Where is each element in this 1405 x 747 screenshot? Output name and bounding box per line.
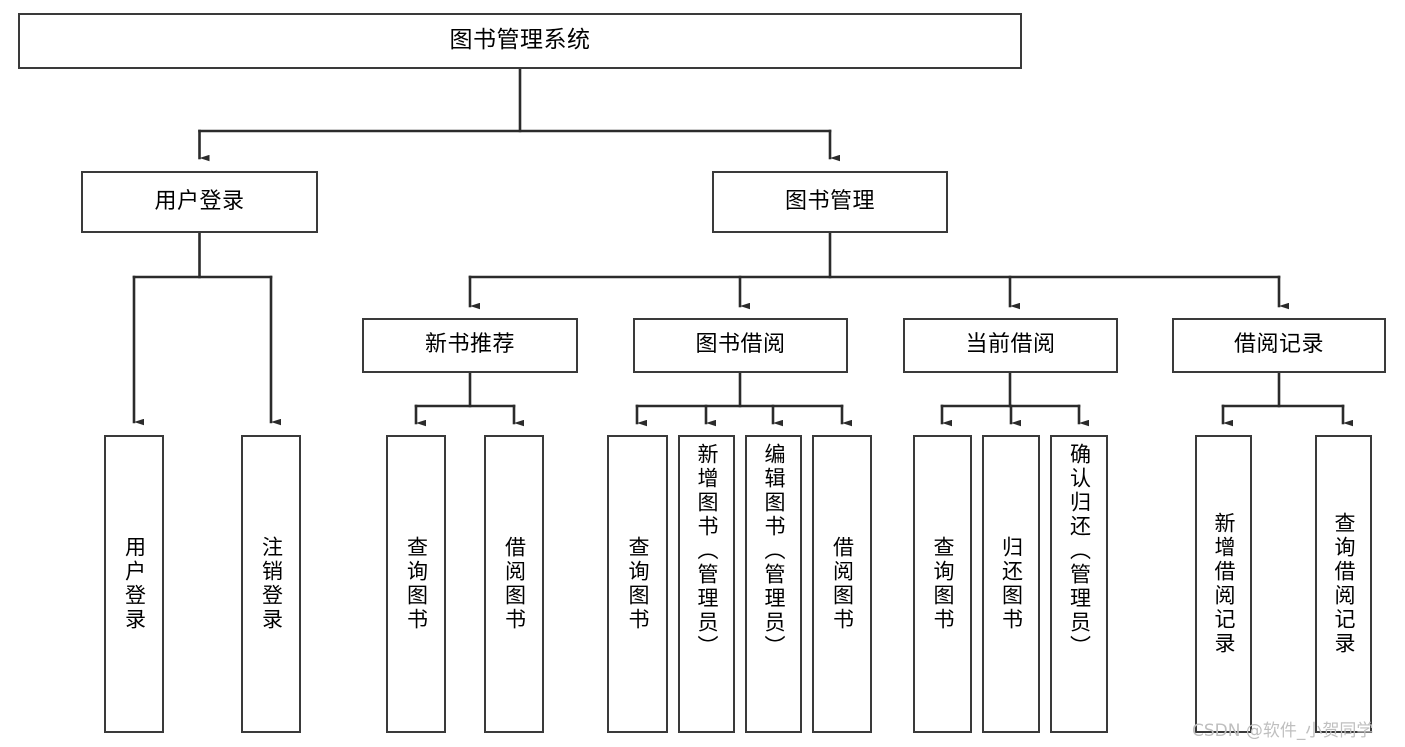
leaf-user-logout-label: 注销登录 (259, 536, 284, 632)
leaf-borrow-book[interactable]: 借阅图书 (812, 435, 872, 733)
leaf-borrow-book-label: 借阅图书 (830, 536, 855, 632)
leaf-user-login-label: 用户登录 (122, 536, 147, 632)
node-borrow-records[interactable]: 借阅记录 (1172, 318, 1386, 373)
node-root-label: 图书管理系统 (449, 27, 591, 54)
leaf-query-book-borrow[interactable]: 查询图书 (607, 435, 668, 733)
leaf-return-book-label: 归还图书 (999, 536, 1024, 632)
leaf-add-book-admin[interactable]: 新增图书（管理员） (678, 435, 735, 733)
leaf-edit-book-admin-label: 编辑图书（管理员） (762, 443, 786, 659)
node-book-borrow[interactable]: 图书借阅 (633, 318, 848, 373)
leaf-query-borrow-record-label: 查询借阅记录 (1332, 512, 1356, 656)
csdn-watermark: CSDN @软件_小贺同学 (1192, 721, 1374, 741)
leaf-query-borrow-record[interactable]: 查询借阅记录 (1315, 435, 1372, 733)
node-user-login[interactable]: 用户登录 (81, 171, 318, 233)
node-current-borrow-label: 当前借阅 (965, 332, 1056, 358)
leaf-confirm-return-admin-label: 确认归还（管理员） (1067, 443, 1092, 659)
leaf-return-book[interactable]: 归还图书 (982, 435, 1040, 733)
node-borrow-records-label: 借阅记录 (1233, 332, 1324, 358)
leaf-add-borrow-record-label: 新增借阅记录 (1212, 512, 1236, 656)
leaf-borrow-book-recommend-label: 借阅图书 (502, 536, 527, 632)
node-current-borrow[interactable]: 当前借阅 (903, 318, 1118, 373)
leaf-query-book-borrow-label: 查询图书 (626, 536, 650, 632)
leaf-add-borrow-record[interactable]: 新增借阅记录 (1195, 435, 1252, 733)
node-book-borrow-label: 图书借阅 (695, 332, 786, 358)
node-book-management[interactable]: 图书管理 (712, 171, 948, 233)
leaf-query-book-recommend[interactable]: 查询图书 (386, 435, 446, 733)
leaf-user-login[interactable]: 用户登录 (104, 435, 164, 733)
leaf-query-book-current-label: 查询图书 (931, 536, 955, 632)
leaf-confirm-return-admin[interactable]: 确认归还（管理员） (1050, 435, 1108, 733)
leaf-user-logout[interactable]: 注销登录 (241, 435, 301, 733)
leaf-query-book-current[interactable]: 查询图书 (913, 435, 972, 733)
leaf-edit-book-admin[interactable]: 编辑图书（管理员） (745, 435, 802, 733)
node-user-login-label: 用户登录 (154, 188, 245, 214)
node-root[interactable]: 图书管理系统 (18, 13, 1022, 69)
leaf-add-book-admin-label: 新增图书（管理员） (695, 443, 719, 659)
node-new-book-recommend-label: 新书推荐 (424, 332, 515, 358)
leaf-borrow-book-recommend[interactable]: 借阅图书 (484, 435, 544, 733)
leaf-query-book-recommend-label: 查询图书 (404, 536, 429, 632)
node-new-book-recommend[interactable]: 新书推荐 (362, 318, 578, 373)
node-book-management-label: 图书管理 (784, 188, 875, 214)
